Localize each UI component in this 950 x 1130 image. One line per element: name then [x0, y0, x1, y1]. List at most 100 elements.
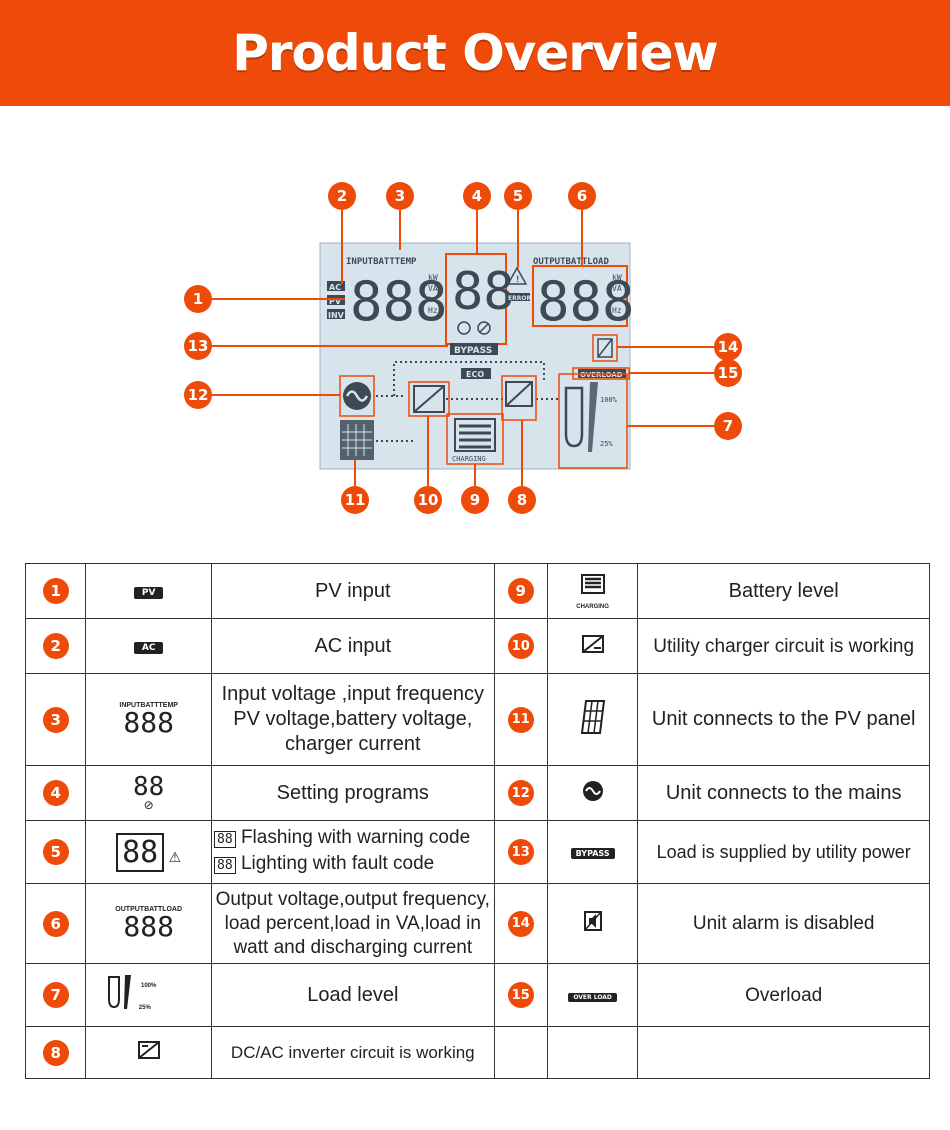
- svg-text:10: 10: [418, 491, 439, 509]
- legend-badge-5: 5: [42, 839, 69, 865]
- lcd-unit-kw: kW: [428, 273, 438, 282]
- svg-text:%: %: [612, 295, 617, 304]
- callout-badge-13: 13: [184, 332, 212, 360]
- callout-badge-11: 11: [341, 486, 369, 514]
- lcd-charger-icon: [413, 385, 445, 413]
- legend-badge-10: 10: [507, 633, 534, 659]
- legend-row: 1 PV PV input 9 CHARGING Battery level: [24, 563, 930, 619]
- legend-desc-12: Unit connects to the mains: [637, 765, 930, 821]
- svg-text:VA: VA: [612, 284, 622, 293]
- svg-text:1: 1: [193, 290, 203, 308]
- lcd-alarm-icon: [597, 338, 613, 358]
- callout-badge-8: 8: [508, 486, 536, 514]
- legend-badge-6: 6: [42, 910, 69, 937]
- svg-text:13: 13: [188, 337, 209, 355]
- legend-badge-4: 4: [42, 780, 69, 806]
- legend-empty-cell: [637, 1026, 930, 1079]
- svg-text:kW: kW: [612, 273, 622, 282]
- utility-charger-icon: [546, 618, 639, 674]
- lcd-bypass-tag: [450, 343, 498, 355]
- lcd-load-bar: [588, 382, 598, 452]
- lcd-battery-icon: [454, 418, 496, 452]
- bypass-tag-icon: BYPASS: [546, 820, 639, 884]
- callout-badge-6: 6: [568, 182, 596, 210]
- mains-icon: [546, 765, 639, 821]
- legend-desc-5: 88 Flashing with warning code 88 Lightin…: [211, 820, 495, 884]
- lcd-input-label: INPUTBATTTEMP: [346, 257, 417, 267]
- lcd-load-bulb-icon: [564, 386, 584, 448]
- lcd-warning-icon: [506, 266, 528, 285]
- callout-badge-15: 15: [714, 359, 742, 387]
- lcd-program-icon-2: [477, 321, 491, 335]
- lcd-pv-tag-text: PV: [329, 297, 342, 306]
- lcd-inv-tag: [327, 309, 345, 319]
- legend-desc-11: Unit connects to the PV panel: [637, 673, 930, 766]
- callout-badge-5: 5: [504, 182, 532, 210]
- legend-desc-2: AC input: [211, 618, 495, 674]
- legend-row: 6 OUTPUTBATTLOAD 888 Output voltage,outp…: [24, 883, 930, 964]
- legend-table: 1 PV PV input 9 CHARGING Battery level 2…: [24, 563, 930, 1079]
- legend-row: 3 INPUTBATTTEMP 888 Input voltage ,input…: [24, 673, 930, 766]
- output-display-icon: OUTPUTBATTLOAD 888: [85, 883, 213, 964]
- legend-badge-3: 3: [42, 706, 69, 733]
- svg-text:3: 3: [395, 187, 405, 205]
- callout-badge-9: 9: [461, 486, 489, 514]
- legend-badge-9: 9: [507, 578, 534, 604]
- svg-text:Hz: Hz: [612, 306, 622, 315]
- overload-tag-icon: OVER LOAD: [546, 963, 639, 1027]
- warning-digits-icon: 88 ⚠: [85, 820, 213, 884]
- lcd-flow-lines: [376, 361, 558, 442]
- legend-badge-2: 2: [42, 633, 69, 659]
- ac-tag-icon: AC: [85, 618, 213, 674]
- svg-text:2: 2: [337, 187, 347, 205]
- lcd-ac-tag: [327, 281, 345, 291]
- callout-box-7: [558, 373, 628, 469]
- pv-tag-icon: PV: [85, 563, 213, 619]
- callout-badge-10: 10: [414, 486, 442, 514]
- callout-lines: [212, 210, 714, 486]
- battery-charging-icon: CHARGING: [546, 563, 639, 619]
- legend-badge-14: 14: [507, 910, 534, 937]
- legend-desc-7: Load level: [211, 963, 495, 1027]
- legend-desc-14: Unit alarm is disabled: [637, 883, 930, 964]
- legend-empty-cell: [493, 1026, 548, 1079]
- legend-desc-13: Load is supplied by utility power: [637, 820, 930, 884]
- legend-num-cell: 1: [24, 563, 87, 619]
- lcd-eco-text: ECO: [466, 370, 484, 379]
- lcd-setting-digits: 88: [452, 262, 515, 322]
- legend-row: 2 AC AC input 10 Utility charger circuit…: [24, 618, 930, 674]
- callout-badge-12: 12: [184, 381, 212, 409]
- svg-text:12: 12: [188, 386, 209, 404]
- svg-text:15: 15: [718, 364, 739, 382]
- callout-badge-1: 1: [184, 285, 212, 313]
- lcd-inverter-icon: [505, 381, 533, 407]
- svg-text:14: 14: [718, 338, 739, 356]
- legend-row: 8 DC/AC inverter circuit is working: [24, 1026, 930, 1079]
- lcd-error-text: ERROR: [508, 295, 531, 302]
- svg-text:5: 5: [513, 187, 523, 205]
- legend-desc-1: PV input: [211, 563, 495, 619]
- lcd-pct-high: 100%: [600, 396, 618, 404]
- legend-row: 5 88 ⚠ 88 Flashing with warning code 88 …: [24, 820, 930, 884]
- lcd-error-tag: [506, 293, 530, 301]
- lcd-unit-hz: Hz: [428, 306, 438, 315]
- legend-empty-cell: [546, 1026, 639, 1079]
- legend-badge-13: 13: [507, 839, 534, 865]
- legend-desc-6: Output voltage,output frequency, load pe…: [211, 883, 495, 964]
- lcd-ac-tag-text: AC: [329, 283, 341, 292]
- callout-badge-14: 14: [714, 333, 742, 361]
- lcd-diagram: INPUTBATTTEMP OUTPUTBATTLOAD AC PV INV 8…: [0, 106, 950, 546]
- svg-text:9: 9: [470, 491, 480, 509]
- lcd-unit-va: VA: [428, 284, 438, 293]
- page-title: Product Overview: [232, 24, 718, 82]
- lcd-diagram-svg: INPUTBATTTEMP OUTPUTBATTLOAD AC PV INV 8…: [184, 182, 742, 514]
- lcd-unit-pct: %: [428, 295, 433, 304]
- legend-desc-15: Overload: [637, 963, 930, 1027]
- load-level-icon: 100% 25%: [85, 963, 213, 1027]
- legend-desc-4: Setting programs: [211, 765, 495, 821]
- legend-badge-1: 1: [42, 578, 69, 604]
- callout-box-8: [501, 375, 537, 421]
- legend-badge-11: 11: [507, 706, 534, 733]
- alarm-disabled-icon: [546, 883, 639, 964]
- setting-digits-icon: 88 ⊘: [85, 765, 213, 821]
